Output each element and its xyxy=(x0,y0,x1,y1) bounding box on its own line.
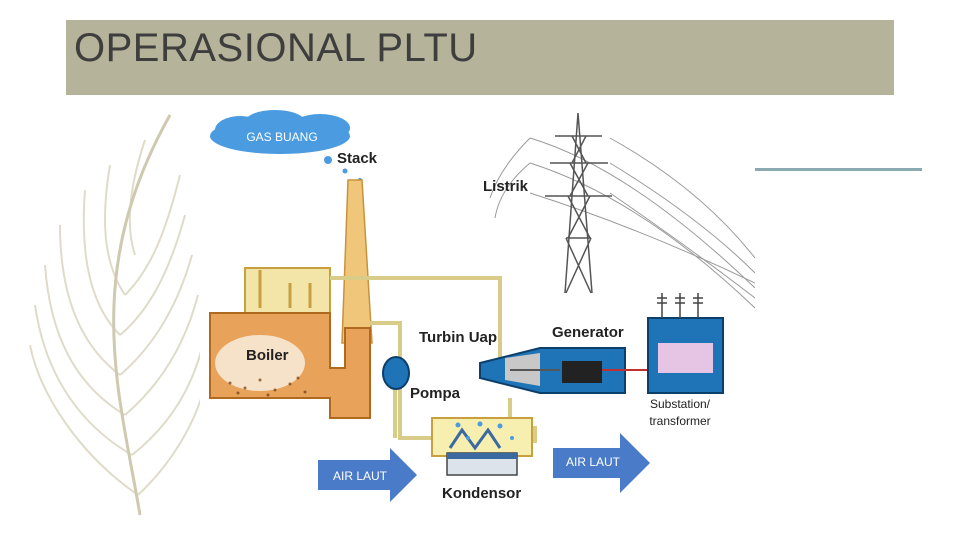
air-laut-out-arrow-icon xyxy=(553,433,650,493)
page-title: OPERASIONAL PLTU xyxy=(74,26,478,70)
power-lines xyxy=(489,137,755,309)
pump-icon xyxy=(382,356,410,390)
feather-decoration-icon xyxy=(29,114,206,516)
pltu-diagram: GAS BUANG Stack Listrik Boiler Pompa Tur… xyxy=(200,108,755,513)
title-bar: OPERASIONAL PLTU xyxy=(66,20,894,95)
air-laut-in-label: AIR LAUT xyxy=(333,469,388,483)
turbin-uap-label: Turbin Uap xyxy=(419,329,497,346)
pompa-label: Pompa xyxy=(410,385,461,402)
boiler-label: Boiler xyxy=(246,347,289,364)
condenser xyxy=(431,417,533,476)
boiler xyxy=(209,267,371,419)
turbine-generator xyxy=(479,347,655,394)
substation-label-line2: transformer xyxy=(649,414,710,428)
generator-label: Generator xyxy=(552,324,624,341)
kondensor-label: Kondensor xyxy=(442,485,521,502)
accent-line xyxy=(755,168,922,171)
air-laut-out-label: AIR LAUT xyxy=(566,455,621,469)
transmission-tower-icon xyxy=(545,112,612,294)
air-laut-in-arrow-icon xyxy=(318,448,417,502)
stack-chimney xyxy=(341,179,373,344)
listrik-label: Listrik xyxy=(483,178,529,195)
stack-label: Stack xyxy=(337,150,378,167)
cloud-icon xyxy=(210,110,362,182)
substation-label-line1: Substation/ xyxy=(650,397,711,411)
substation-transformer xyxy=(647,293,724,394)
gas-buang-label: GAS BUANG xyxy=(246,130,317,144)
